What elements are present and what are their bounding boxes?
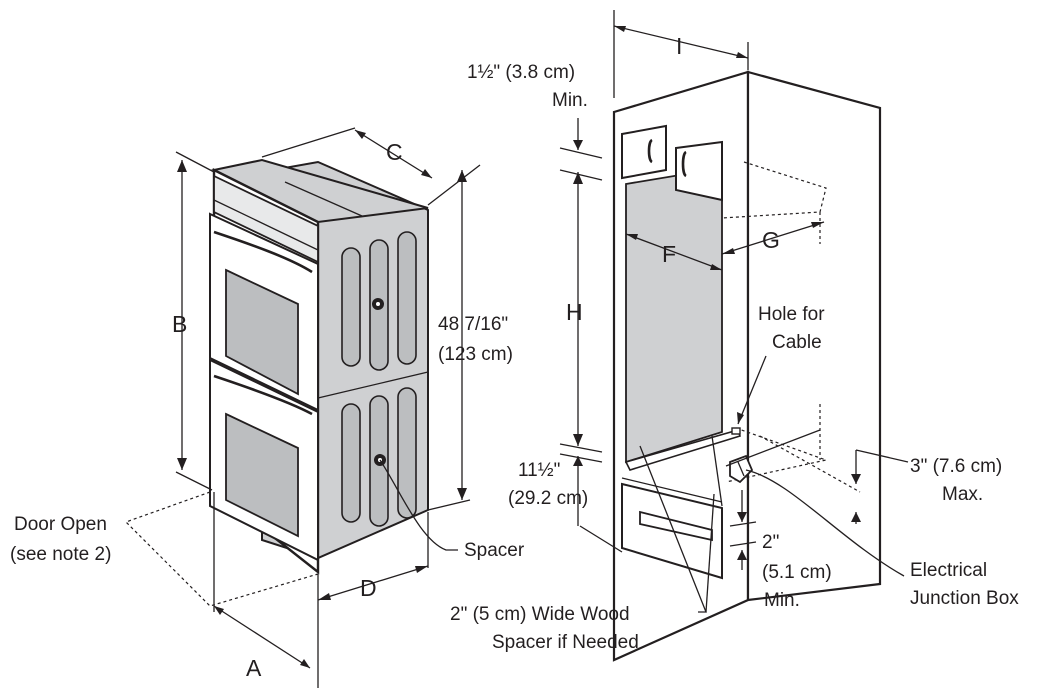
side-rib	[341, 403, 361, 523]
dim-a-label: A	[246, 655, 262, 681]
junction-box-label-2: Junction Box	[910, 588, 1019, 609]
dim-b-label: B	[172, 311, 187, 337]
oven-shelf	[624, 429, 742, 471]
oven-dimensions	[124, 127, 481, 688]
two-inch-metric: (5.1 cm)	[762, 562, 832, 583]
double-wall-oven	[209, 158, 429, 575]
lower-door-window	[225, 412, 299, 538]
cabinet-dimensions	[559, 10, 909, 613]
wood-spacer-label-1: 2" (5 cm) Wide Wood	[450, 604, 630, 625]
upper-cabinet-door	[621, 124, 667, 180]
side-rib	[397, 387, 417, 519]
two-inch-min: Min.	[764, 590, 800, 611]
hole-for-cable-label-1: Hole for	[758, 304, 825, 325]
dim-i-label: I	[676, 33, 682, 59]
cabinet-cutout	[625, 166, 723, 464]
dim-f-label: F	[662, 241, 676, 267]
door-open-label: Door Open	[14, 514, 107, 535]
upper-door-handle	[213, 230, 313, 274]
lower-door-handle	[213, 374, 313, 416]
cabinet-side	[746, 70, 882, 602]
dim-d-label: D	[360, 575, 377, 601]
junction-box-label-1: Electrical	[910, 560, 987, 581]
side-rib	[397, 231, 417, 365]
dim-g-label: G	[762, 227, 780, 253]
max-clearance-max: Max.	[942, 484, 983, 505]
dim-h-label: H	[566, 299, 583, 325]
spacer-label: Spacer	[464, 540, 525, 561]
top-clearance-min: Min.	[552, 90, 588, 111]
bottom-clearance-metric: (29.2 cm)	[508, 488, 588, 509]
door-open-note: (see note 2)	[10, 544, 111, 565]
cable-hole-icon	[731, 427, 741, 435]
drawer-handle	[639, 510, 713, 542]
side-rib	[341, 247, 361, 367]
oven-height-metric: (123 cm)	[438, 344, 513, 365]
upper-cabinet-door	[675, 140, 723, 202]
bottom-clearance-value: 11½"	[518, 460, 560, 481]
upper-door-window	[225, 268, 299, 396]
top-clearance-value: 1½" (3.8 cm)	[467, 62, 575, 83]
hole-for-cable-label-2: Cable	[772, 332, 822, 353]
wood-spacer-label-2: Spacer if Needed	[492, 632, 639, 653]
cabinet	[612, 70, 882, 662]
dim-c-label: C	[386, 139, 403, 165]
two-inch-value: 2"	[762, 532, 779, 553]
max-clearance-value: 3" (7.6 cm)	[910, 456, 1002, 477]
oven-height-value: 48 7/16"	[438, 314, 508, 335]
